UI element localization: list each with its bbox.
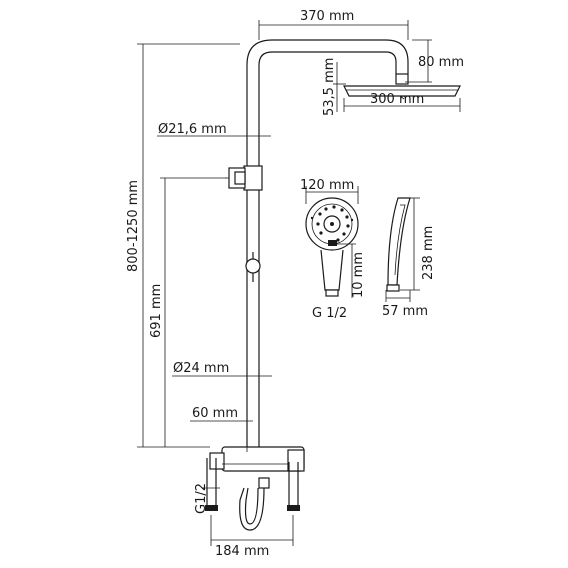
pipe-lower-diameter-label: Ø24 mm <box>173 361 229 376</box>
sliding-ring <box>245 252 261 282</box>
pipe-upper-diameter-label: Ø21,6 mm <box>158 122 227 137</box>
head-offset-label: 53,5 mm <box>322 58 337 116</box>
riser-pipe <box>246 39 409 455</box>
mixer-offset-label: 60 mm <box>192 406 238 421</box>
arm-length-label: 370 mm <box>300 9 354 24</box>
head-height-label: 80 mm <box>418 55 464 70</box>
handshower-depth-label: 10 mm <box>351 252 366 298</box>
slider-bracket <box>225 165 263 191</box>
rain-shower-head <box>343 73 461 100</box>
total-height-label: 800-1250 mm <box>126 180 141 272</box>
handshower-length-label: 238 mm <box>421 226 436 280</box>
thermostatic-mixer <box>209 446 305 531</box>
handshower-side-width-label: 57 mm <box>382 304 428 319</box>
hand-shower-front <box>305 197 359 297</box>
inlet-thread-label: G1/2 <box>194 483 209 514</box>
inlet-spacing-label: 184 mm <box>215 544 269 559</box>
lower-height-label: 691 mm <box>149 284 164 338</box>
inlet-pipes <box>205 458 300 511</box>
handshower-width-label: 120 mm <box>300 178 354 193</box>
dimension-lines <box>137 20 461 546</box>
handshower-thread-label: G 1/2 <box>312 306 347 321</box>
hand-shower-side <box>386 197 411 292</box>
head-width-label: 300 mm <box>370 92 424 107</box>
